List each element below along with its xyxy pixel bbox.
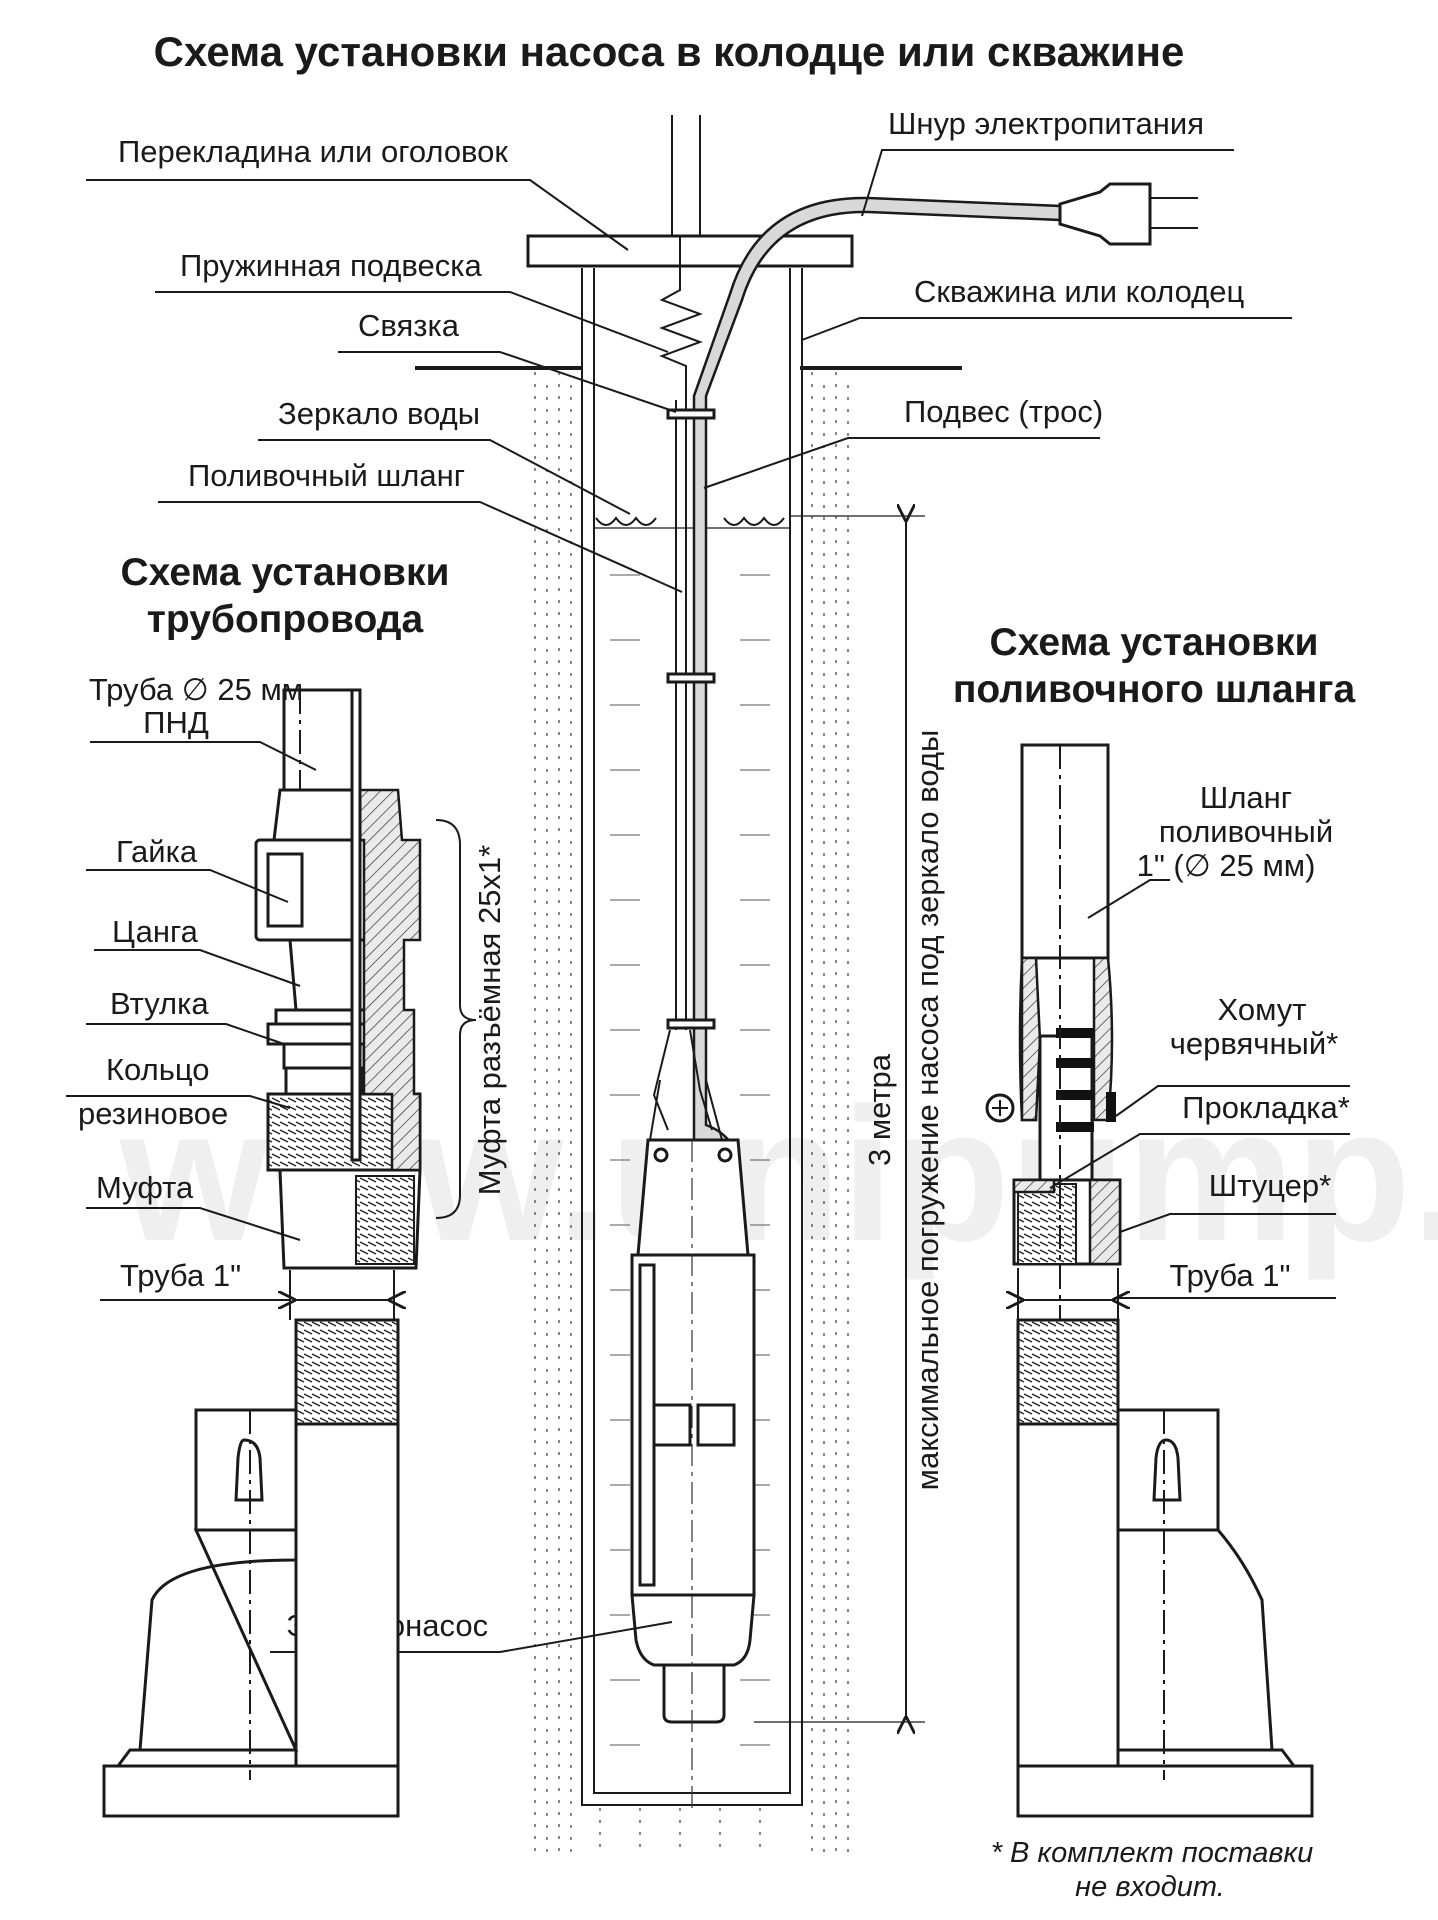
ground-right [811, 372, 849, 1852]
coupling-section [350, 788, 422, 1172]
label-pnd: ПНД [143, 705, 209, 740]
clamp-band [1106, 1092, 1116, 1122]
ground-bottom [599, 1808, 761, 1852]
max-depth-label: максимальное погружение насоса под зерка… [910, 730, 945, 1491]
main-title: Схема установки насоса в колодце или скв… [154, 28, 1185, 75]
collet [288, 938, 360, 1012]
tie-1 [666, 408, 716, 420]
pipeline-drawing: Муфта разъёмная 25х1* [102, 688, 507, 1818]
water-waves-right [723, 516, 785, 526]
label-hose-2: поливочный [1159, 814, 1333, 849]
label-fitting: Штуцер* [1209, 1168, 1331, 1203]
pipe-1inch-thread-right [1016, 1318, 1120, 1426]
label-clamp-1: Хомут [1218, 992, 1307, 1027]
hose-drawing [985, 743, 1314, 1818]
pipeline-title-2: трубопровода [147, 598, 424, 641]
gasket [1012, 1178, 1056, 1194]
pipeline-title-1: Схема установки [121, 551, 450, 594]
label-sleeve: Втулка [110, 986, 209, 1021]
pump-outlet-left [294, 1422, 400, 1782]
label-pipe-25: Труба ∅ 25 мм [89, 672, 303, 707]
label-coupling: Муфта [96, 1170, 194, 1205]
split-coupling-bracket [435, 819, 477, 1219]
pnd-pipe [282, 688, 354, 792]
plug [1058, 182, 1198, 246]
ground-left [534, 372, 572, 1852]
fitting [1038, 1034, 1094, 1182]
label-power-cord: Шнур электропитания [888, 106, 1204, 141]
water-waves-left [595, 516, 657, 526]
label-crossbar: Перекладина или оголовок [118, 134, 508, 169]
pump [630, 1138, 756, 1724]
label-tie: Связка [358, 308, 460, 343]
label-ring-1: Кольцо [106, 1052, 210, 1087]
pump-grip-right [1152, 1438, 1182, 1502]
hose-leaders [1049, 879, 1350, 1299]
label-collet: Цанга [112, 914, 199, 949]
label-pipe-1inch-left: Труба 1" [120, 1258, 241, 1293]
label-ring-2: резиновое [78, 1096, 228, 1131]
label-water-level: Зеркало воды [278, 396, 480, 431]
label-hose: Поливочный шланг [188, 458, 465, 493]
label-gasket: Прокладка* [1182, 1090, 1350, 1125]
tie-3 [666, 1018, 716, 1030]
pipeline-leaders [66, 741, 317, 1301]
tie-2 [666, 672, 716, 684]
water-dashes [610, 574, 770, 1746]
garden-hose [1020, 743, 1110, 960]
label-well: Скважина или колодец [914, 274, 1244, 309]
label-clamp-2: червячный* [1170, 1026, 1338, 1061]
label-pipe-1inch-right: Труба 1" [1169, 1258, 1290, 1293]
crossbar [526, 234, 854, 268]
footnote-line-1: * В комплект поставки [991, 1837, 1314, 1869]
spring-hanger [659, 236, 703, 400]
pump-bracket [649, 1029, 723, 1141]
label-spring: Пружинная подвеска [180, 248, 482, 283]
label-hose-3: 1" (∅ 25 мм) [1137, 848, 1316, 883]
footnote-line-2: не входит. [1075, 1871, 1225, 1903]
pipe-1inch-thread [294, 1318, 400, 1426]
label-nut: Гайка [116, 834, 198, 869]
label-hose-1: Шланг [1200, 780, 1292, 815]
hose-title-1: Схема установки [990, 621, 1319, 664]
label-split-coupling: Муфта разъёмная 25х1* [472, 845, 507, 1196]
label-rope: Подвес (трос) [904, 394, 1103, 429]
hose-title-2: поливочного шланга [953, 668, 1356, 711]
well-drawing: 3 метра максимальное погружение насоса п… [415, 115, 1198, 1852]
depth-3m-label: 3 метра [862, 1053, 897, 1166]
